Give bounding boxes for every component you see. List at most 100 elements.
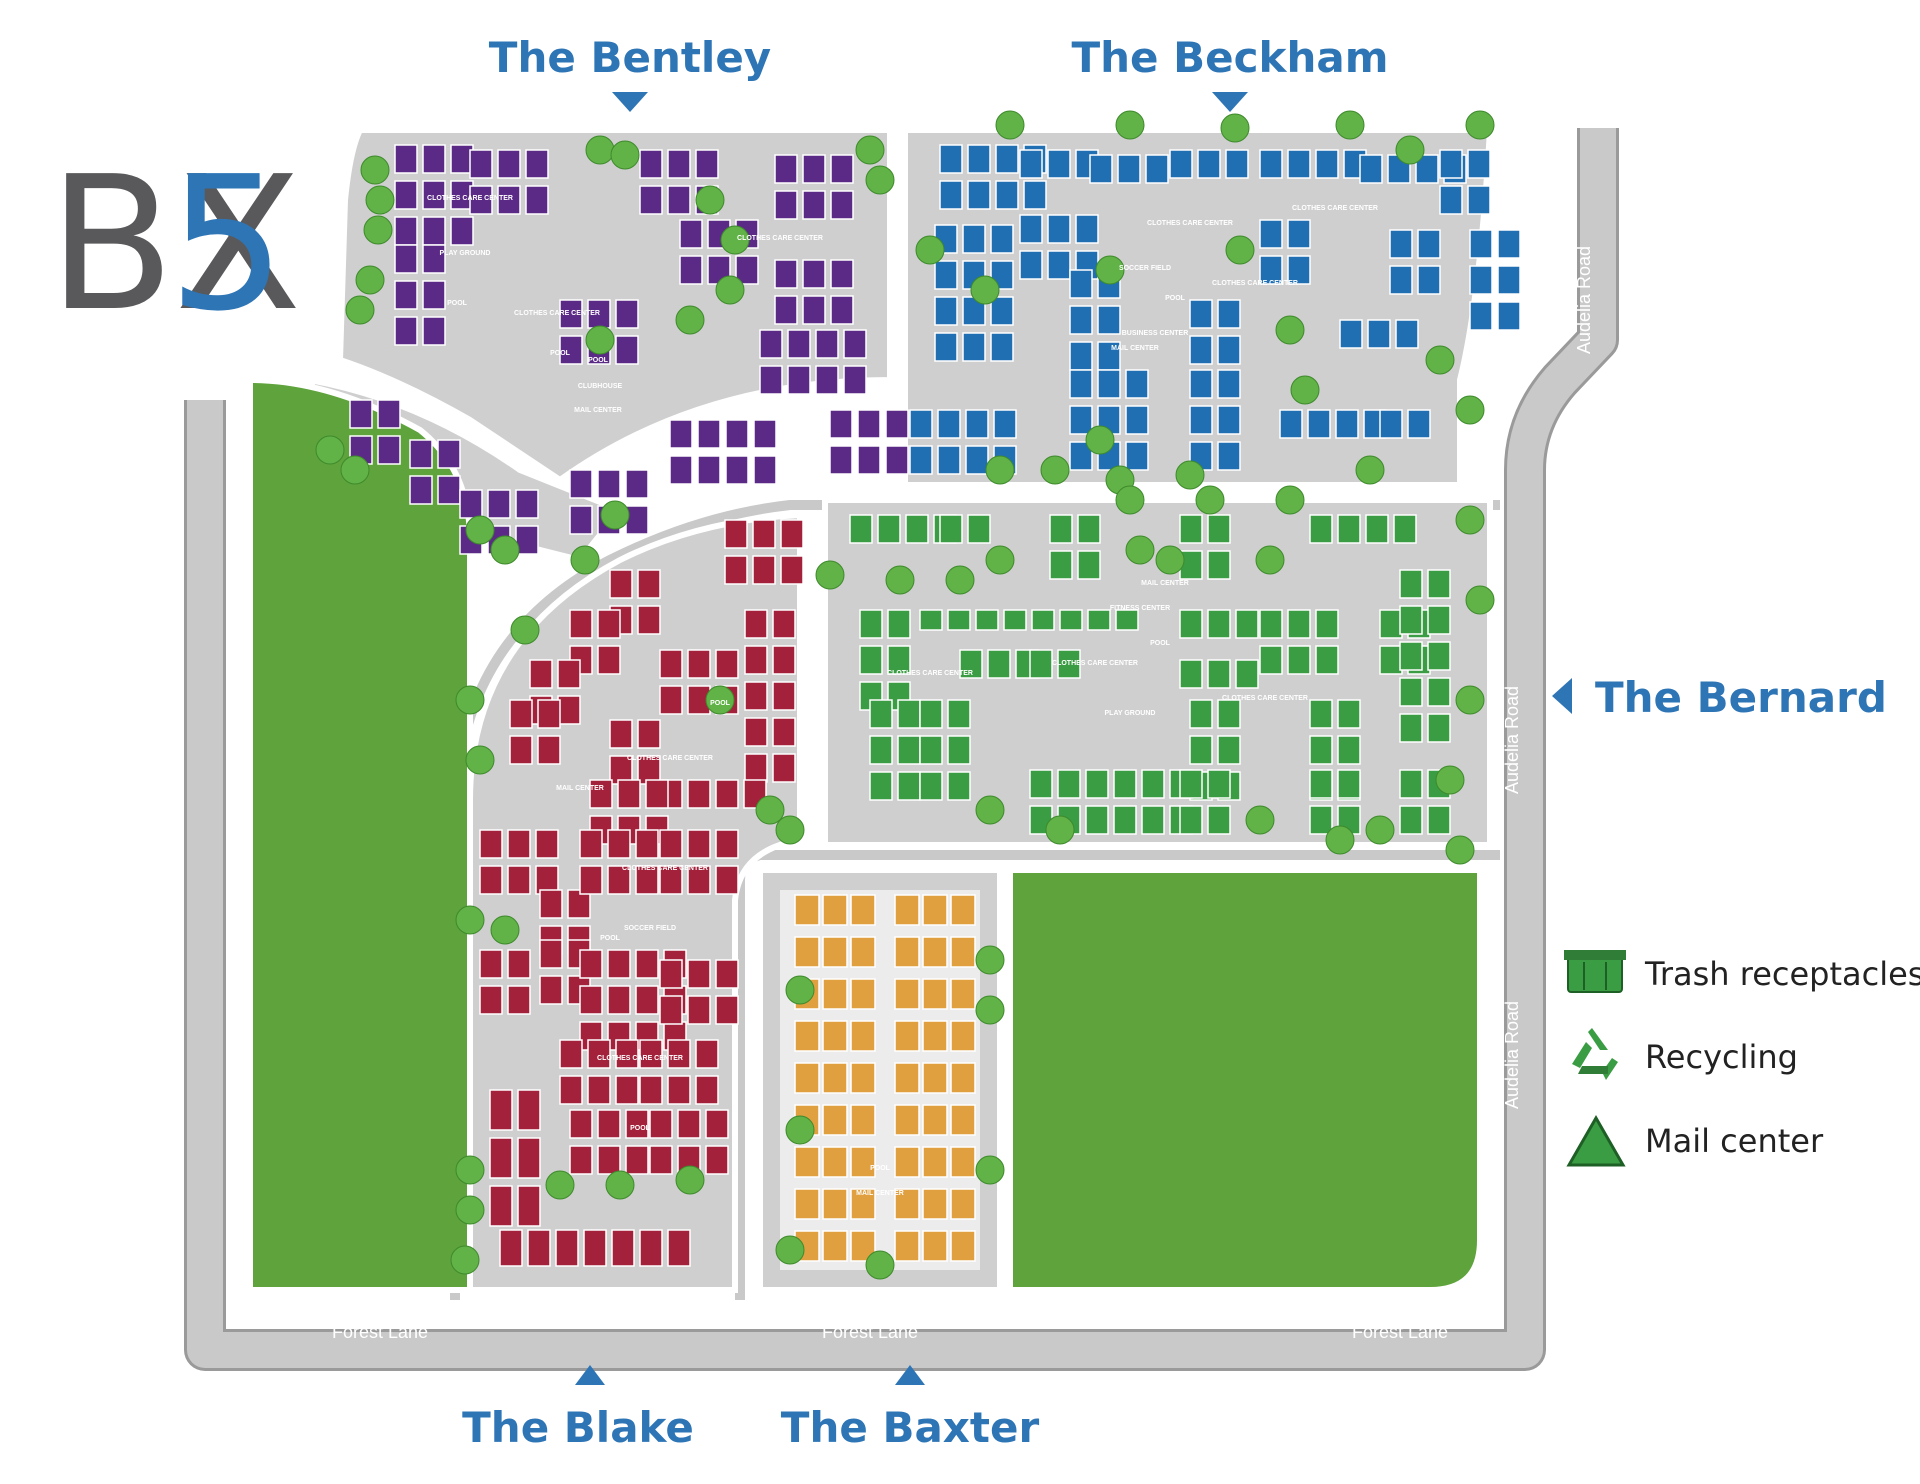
building: [887, 609, 911, 639]
building: [922, 1062, 948, 1094]
building: [1189, 699, 1213, 729]
building: [934, 260, 958, 290]
building: [787, 365, 811, 395]
building: [1069, 369, 1093, 399]
tree: [975, 995, 1005, 1025]
amenity-label: CLUBHOUSE: [578, 383, 623, 390]
tree: [775, 815, 805, 845]
building: [1337, 514, 1361, 544]
building: [857, 409, 881, 439]
building: [687, 865, 711, 895]
tree: [490, 535, 520, 565]
building: [479, 829, 503, 859]
building: [394, 144, 418, 174]
building: [637, 569, 661, 599]
building: [394, 216, 418, 246]
building: [1389, 265, 1413, 295]
building: [822, 1230, 848, 1262]
building: [725, 419, 749, 449]
building: [437, 475, 461, 505]
building: [859, 645, 883, 675]
building: [607, 985, 631, 1015]
building: [450, 216, 474, 246]
building: [1259, 149, 1283, 179]
building: [635, 865, 659, 895]
building: [897, 771, 921, 801]
building: [744, 717, 768, 747]
tree: [970, 275, 1000, 305]
building: [667, 185, 691, 215]
legend-recycling-label: Recycling: [1645, 1038, 1798, 1076]
building: [1469, 265, 1493, 295]
building: [611, 1229, 635, 1267]
logo-letters: BX: [48, 136, 302, 352]
building: [645, 779, 669, 809]
building: [1197, 149, 1221, 179]
building: [1427, 641, 1451, 671]
building: [377, 399, 401, 429]
building: [1217, 441, 1241, 471]
building: [1207, 514, 1231, 544]
building: [919, 699, 943, 729]
building: [752, 555, 776, 585]
building: [487, 489, 511, 519]
building: [1049, 550, 1073, 580]
building: [567, 889, 591, 919]
building: [995, 180, 1019, 210]
building: [1389, 229, 1413, 259]
building: [894, 1020, 920, 1052]
tree: [1040, 455, 1070, 485]
building: [677, 1109, 701, 1139]
building: [1309, 805, 1333, 835]
building: [967, 514, 991, 544]
tree: [1245, 805, 1275, 835]
amenity-label: PLAY GROUND: [440, 250, 491, 257]
building: [649, 1145, 673, 1175]
building: [850, 1146, 876, 1178]
tree: [1445, 835, 1475, 865]
building: [1287, 645, 1311, 675]
building: [1309, 735, 1333, 765]
building: [422, 280, 446, 310]
building: [377, 435, 401, 465]
tree: [695, 185, 725, 215]
building: [569, 609, 593, 639]
tree: [985, 545, 1015, 575]
building: [780, 555, 804, 585]
building: [725, 455, 749, 485]
building: [607, 949, 631, 979]
building: [489, 1089, 513, 1131]
building: [1365, 514, 1389, 544]
amenity-label: CLOTHES CARE CENTER: [737, 235, 823, 242]
building: [687, 959, 711, 989]
label-bernard: The Bernard: [1595, 673, 1887, 722]
label-baxter: The Baxter: [781, 1403, 1040, 1452]
building: [1047, 250, 1071, 280]
building: [1059, 609, 1083, 631]
building: [635, 829, 659, 859]
building: [897, 735, 921, 765]
amenity-label: MAIL CENTER: [556, 785, 604, 792]
building: [615, 299, 639, 329]
tree: [355, 265, 385, 295]
building: [469, 185, 493, 215]
building: [869, 771, 893, 801]
building: [815, 365, 839, 395]
building: [617, 779, 641, 809]
building: [697, 419, 721, 449]
tree: [1045, 815, 1075, 845]
building: [667, 149, 691, 179]
building: [637, 605, 661, 635]
amenity-label: MAIL CENTER: [856, 1190, 904, 1197]
tree: [1325, 825, 1355, 855]
building: [850, 1104, 876, 1136]
building: [922, 1230, 948, 1262]
building: [962, 224, 986, 254]
building: [1189, 405, 1213, 435]
building: [975, 609, 999, 631]
building: [1337, 699, 1361, 729]
building: [1075, 214, 1099, 244]
tree: [345, 295, 375, 325]
building: [422, 216, 446, 246]
